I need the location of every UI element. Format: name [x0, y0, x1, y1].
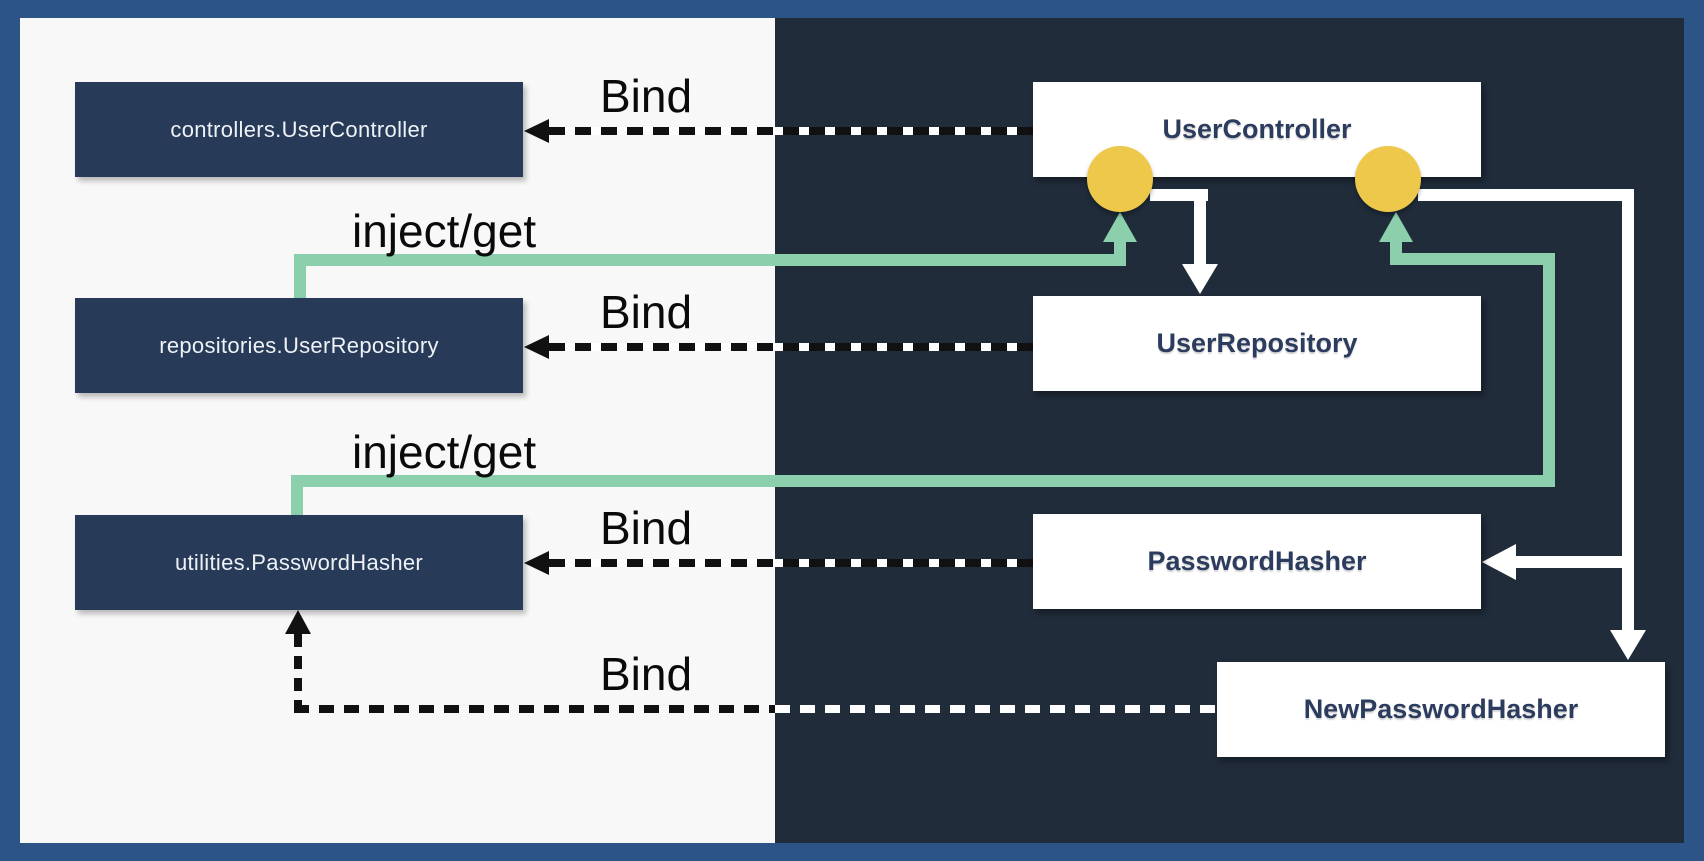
inject-edge-2-arrowhead-icon	[1379, 212, 1413, 242]
class-box-label: NewPasswordHasher	[1303, 694, 1579, 724]
bind-edge-4-arrowhead-icon	[285, 610, 311, 634]
class-box-label: UserController	[1162, 114, 1352, 144]
binding-box-label: utilities.PasswordHasher	[174, 549, 424, 575]
bind-edge-4-dashed-riser	[294, 634, 302, 706]
inject-edge-1-drop-segment	[294, 256, 306, 300]
bind-edge-1-dashed-line	[549, 127, 1033, 135]
class-box-passwordhasher: PasswordHasher	[1033, 514, 1481, 609]
inject-edge-2-riser-segment	[1390, 242, 1402, 256]
bind-label-1: Bind	[600, 70, 693, 122]
class-box-label: UserRepository	[1156, 328, 1358, 358]
inject-edge-2-long-horizontal-segment	[291, 475, 1555, 487]
bind-label-3: Bind	[600, 502, 693, 554]
bind-edge-2-dashed-line	[549, 343, 1033, 351]
dep-edge-passwordhasher-branch	[1516, 556, 1628, 568]
bind-edge-4-dashed-line-light	[294, 705, 775, 713]
dep-edge-controller-repo-vertical	[1194, 189, 1206, 265]
dep-edge-hasher-top-horizontal	[1418, 189, 1634, 201]
dep-edge-controller-repo-horizontal	[1150, 189, 1208, 201]
inject-edge-1-riser-segment	[1114, 242, 1126, 256]
bind-edge-3-arrowhead-icon	[524, 551, 549, 575]
inject-edge-1-arrowhead-icon	[1103, 212, 1137, 242]
inject-get-label-2: inject/get	[352, 426, 537, 478]
inject-edge-1-horizontal-segment	[294, 254, 1126, 266]
dep-edge-newpasswordhasher-arrowhead-icon	[1610, 630, 1646, 660]
binding-box-utilities-passwordhasher: utilities.PasswordHasher	[75, 515, 523, 610]
binding-box-repositories-userrepository: repositories.UserRepository	[75, 298, 523, 393]
inject-edge-2-top-horizontal-segment	[1390, 253, 1555, 265]
injection-port-left-icon	[1087, 146, 1153, 212]
binding-box-controllers-usercontroller: controllers.UserController	[75, 82, 523, 177]
binding-box-label: repositories.UserRepository	[159, 332, 439, 358]
bind-edge-3-dashed-line	[549, 559, 1033, 567]
class-box-newpasswordhasher: NewPasswordHasher	[1217, 662, 1665, 757]
inject-get-label-1: inject/get	[352, 205, 537, 257]
bind-label-2: Bind	[600, 286, 693, 338]
dep-edge-passwordhasher-arrowhead-icon	[1482, 544, 1516, 580]
bind-label-4: Bind	[600, 648, 693, 700]
bind-edge-4-dashed-line-dark	[775, 705, 1217, 713]
class-box-userrepository: UserRepository	[1033, 296, 1481, 391]
dep-edge-hasher-vertical	[1622, 189, 1634, 631]
dep-edge-controller-repo-arrowhead-icon	[1182, 264, 1218, 294]
bind-edge-2-arrowhead-icon	[524, 335, 549, 359]
bind-edge-1-arrowhead-icon	[524, 119, 549, 143]
class-box-label: PasswordHasher	[1147, 546, 1367, 576]
inject-edge-2-vertical-segment	[1543, 253, 1555, 487]
binding-box-label: controllers.UserController	[170, 116, 428, 142]
injection-port-right-icon	[1355, 146, 1421, 212]
